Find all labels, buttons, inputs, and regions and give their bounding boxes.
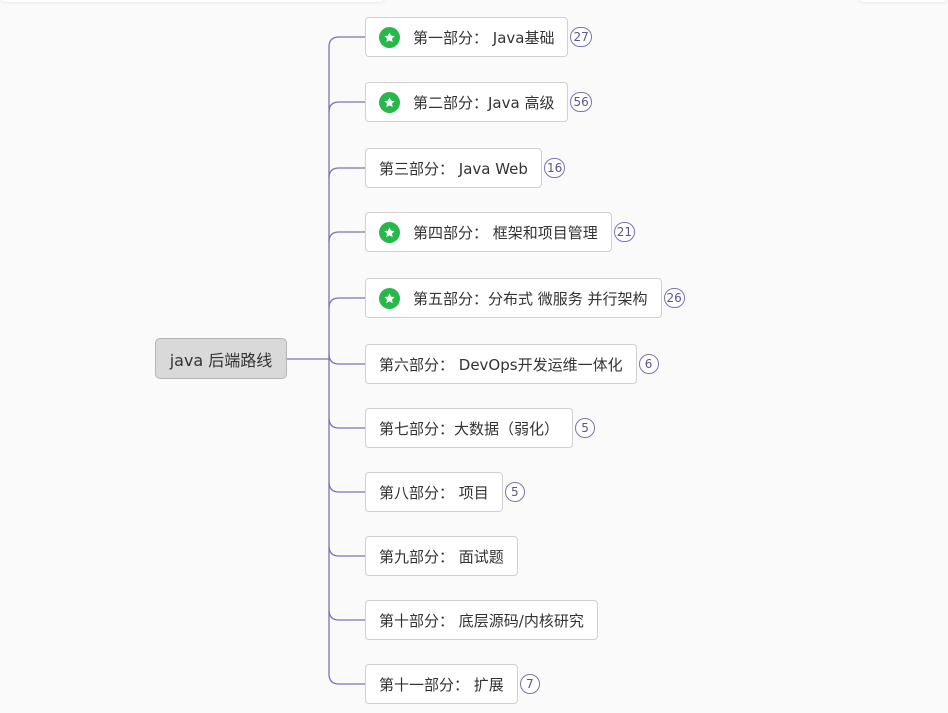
star-icon: [379, 91, 400, 113]
branch-topic-label: 第一部分： Java基础: [413, 28, 555, 47]
branch-connector: [328, 417, 365, 429]
branch-connector: [328, 609, 365, 621]
branch-connector: [328, 231, 365, 243]
child-count-badge[interactable]: 5: [575, 418, 596, 438]
branch-connector: [328, 297, 365, 309]
branch-topic[interactable]: 第四部分： 框架和项目管理: [365, 212, 612, 252]
star-icon: [379, 287, 400, 309]
star-icon: [379, 221, 400, 243]
branch-row: 第七部分：大数据（弱化） 5: [365, 408, 596, 448]
branch-topic[interactable]: 第十一部分： 扩展: [365, 664, 518, 704]
branch-topic-label: 第六部分： DevOps开发运维一体化: [379, 355, 623, 374]
child-count-badge[interactable]: 5: [504, 482, 525, 502]
branch-row: 第五部分：分布式 微服务 并行架构 26: [365, 278, 685, 318]
branch-topic-label: 第三部分： Java Web: [379, 159, 528, 178]
branch-row: 第十部分： 底层源码/内核研究: [365, 600, 598, 640]
branch-topic[interactable]: 第二部分：Java 高级: [365, 82, 569, 122]
branch-connector: [328, 167, 365, 179]
branch-topic-label: 第四部分： 框架和项目管理: [413, 223, 598, 242]
root-topic[interactable]: java 后端路线: [155, 338, 287, 379]
branch-topic-label: 第八部分： 项目: [379, 483, 489, 502]
branch-row: 第四部分： 框架和项目管理 21: [365, 212, 636, 252]
child-count-badge[interactable]: 26: [663, 288, 685, 308]
top-panel-left: [0, 0, 385, 2]
branch-topic[interactable]: 第六部分： DevOps开发运维一体化: [365, 344, 637, 384]
branch-row: 第三部分： Java Web 16: [365, 148, 566, 188]
branch-topic-label: 第十部分： 底层源码/内核研究: [379, 611, 584, 630]
branch-topic[interactable]: 第七部分：大数据（弱化）: [365, 408, 574, 448]
branch-connector: [328, 673, 365, 685]
branch-topic[interactable]: 第十部分： 底层源码/内核研究: [365, 600, 598, 640]
branch-topic[interactable]: 第八部分： 项目: [365, 472, 503, 512]
child-count-badge[interactable]: 21: [613, 222, 636, 242]
branch-connector: [328, 36, 365, 48]
branch-row: 第六部分： DevOps开发运维一体化 6: [365, 344, 659, 384]
branch-connector: [328, 545, 365, 557]
child-count-badge[interactable]: 7: [519, 674, 540, 694]
branch-row: 第八部分： 项目 5: [365, 472, 525, 512]
branch-topic[interactable]: 第九部分： 面试题: [365, 536, 518, 576]
branch-topic-label: 第二部分：Java 高级: [413, 93, 555, 112]
root-topic-label: java 后端路线: [169, 350, 273, 370]
child-count-badge[interactable]: 16: [543, 158, 566, 178]
branch-topic-label: 第七部分：大数据（弱化）: [379, 419, 560, 438]
branch-topic-label: 第十一部分： 扩展: [379, 675, 504, 694]
star-icon: [379, 26, 400, 48]
branch-connector: [328, 101, 365, 113]
branch-topic[interactable]: 第五部分：分布式 微服务 并行架构: [365, 278, 662, 318]
branch-topic-label: 第九部分： 面试题: [379, 547, 504, 566]
child-count-badge[interactable]: 56: [570, 92, 592, 112]
branch-topic[interactable]: 第三部分： Java Web: [365, 148, 542, 188]
top-panel-right: [858, 0, 948, 2]
child-count-badge[interactable]: 27: [570, 27, 592, 47]
branch-connector: [328, 353, 365, 365]
branch-row: 第二部分：Java 高级 56: [365, 82, 592, 122]
branch-connector: [328, 481, 365, 493]
branch-topic-label: 第五部分：分布式 微服务 并行架构: [413, 289, 648, 308]
branch-row: 第十一部分： 扩展 7: [365, 664, 540, 704]
branch-topic[interactable]: 第一部分： Java基础: [365, 17, 569, 57]
branch-row: 第一部分： Java基础 27: [365, 17, 592, 57]
branch-row: 第九部分： 面试题: [365, 536, 518, 576]
child-count-badge[interactable]: 6: [638, 354, 659, 374]
